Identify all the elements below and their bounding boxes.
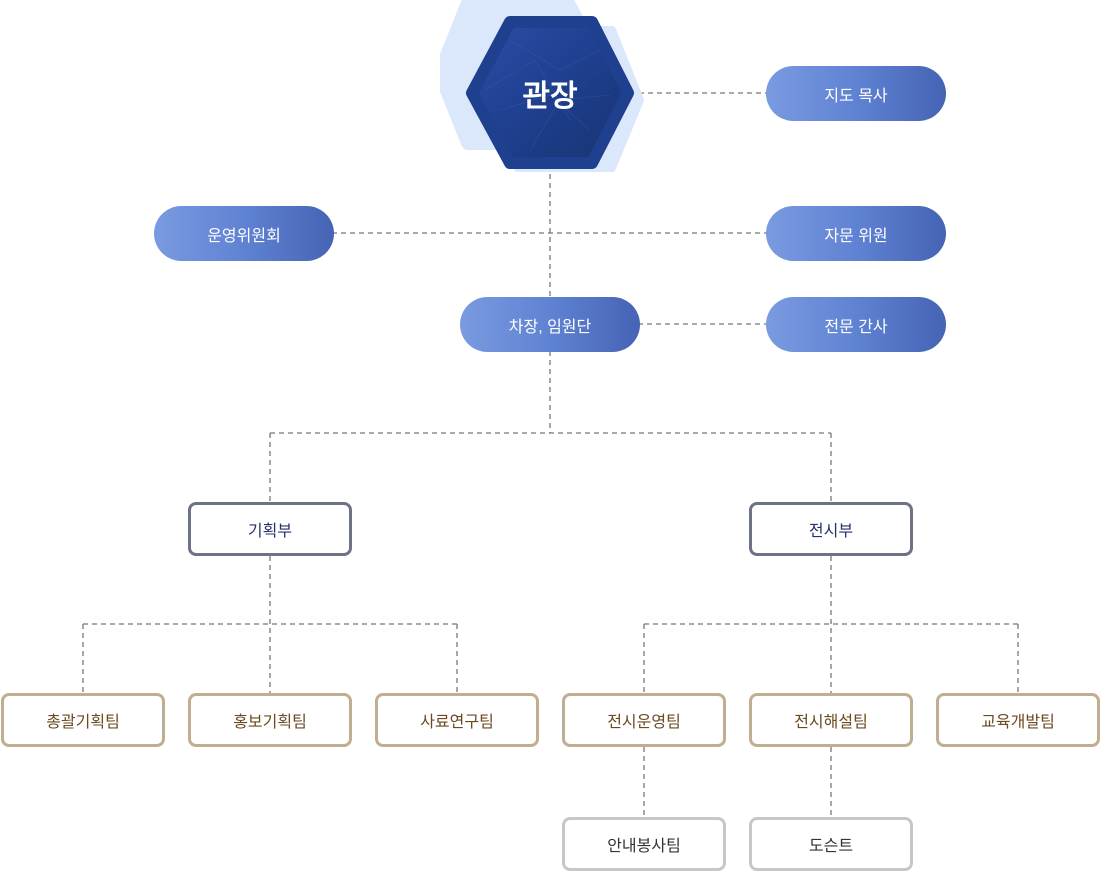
education-development-team-box: 교육개발팀 <box>936 693 1100 747</box>
exhibition-operation-team-box: 전시운영팀 <box>562 693 726 747</box>
connector-deputy-departments <box>269 351 832 503</box>
pr-planning-team-box: 홍보기획팀 <box>188 693 352 747</box>
director-hexagon <box>440 0 645 175</box>
guide-volunteer-team-box: 안내봉사팀 <box>562 817 726 871</box>
general-planning-team-box: 총괄기획팀 <box>1 693 165 747</box>
historical-research-team-box: 사료연구팀 <box>375 693 539 747</box>
hexagon-graphic <box>440 0 644 172</box>
connector-planning-teams <box>82 556 458 694</box>
exhibition-department-box: 전시부 <box>749 502 913 556</box>
expert-secretary-box: 전문 간사 <box>766 297 946 352</box>
exhibition-commentary-team-box: 전시해설팀 <box>749 693 913 747</box>
director-label: 관장 <box>522 79 578 113</box>
connector-sub-teams <box>643 747 832 818</box>
director-hexagon-fill <box>466 16 634 169</box>
advisor-pastor-box: 지도 목사 <box>766 66 946 121</box>
deputy-executives-box: 차장, 임원단 <box>460 297 640 352</box>
advisory-member-box: 자문 위원 <box>766 206 946 261</box>
planning-department-box: 기획부 <box>188 502 352 556</box>
docent-box: 도슨트 <box>749 817 913 871</box>
steering-committee-box: 운영위원회 <box>154 206 334 261</box>
connector-exhibition-teams <box>643 556 1019 694</box>
